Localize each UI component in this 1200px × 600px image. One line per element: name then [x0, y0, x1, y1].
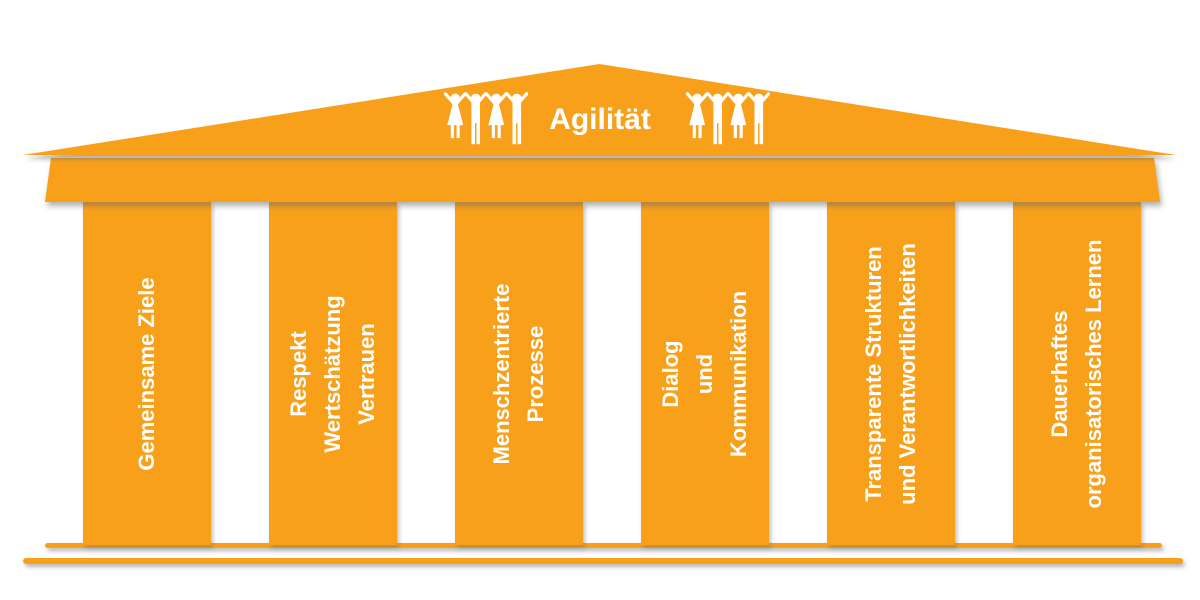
pillar-label-line: Respekt — [285, 330, 311, 417]
pillar-label-line: Menschzentrierte — [488, 283, 514, 464]
pillar-label: Dauerhaftes organisatorisches Lernen — [1043, 202, 1111, 545]
pillar-label: Gemeinsame Ziele — [130, 202, 164, 545]
pillar-label-line: Kommunikation — [726, 290, 752, 457]
pillar-label-line: und — [691, 353, 717, 394]
stylobate-line — [45, 543, 1162, 548]
pillar-dauerhaftes-lernen: Dauerhaftes organisatorisches Lernen — [1013, 202, 1141, 545]
pillar-respekt-wertschaetzung-vertrauen: Respekt Wertschätzung Vertrauen — [269, 202, 397, 545]
ground-line — [23, 558, 1183, 564]
pillar-dialog-und-kommunikation: Dialog und Kommunikation — [641, 202, 769, 545]
pillar-label: Dialog und Kommunikation — [654, 202, 756, 545]
pillar-label-line: organisatorisches Lernen — [1081, 239, 1106, 508]
entablature-beam — [45, 158, 1160, 202]
pillar-label-line: Dialog — [657, 339, 683, 408]
pillar-label-line: Dauerhaftes — [1046, 309, 1072, 438]
pediment-title: Agilität — [549, 103, 651, 136]
pillar-label-line: Vertrauen — [354, 322, 380, 425]
pillar-label-line: Prozesse — [523, 325, 548, 422]
pillar-gemeinsame-ziele: Gemeinsame Ziele — [83, 202, 211, 545]
pillar-label: Menschzentrierte Prozesse — [485, 202, 553, 545]
pillar-label-line: Wertschätzung — [319, 294, 345, 453]
pillar-transparente-strukturen: Transparente Strukturen und Verantwortli… — [827, 202, 955, 545]
pillar-menschzentrierte-prozesse: Menschzentrierte Prozesse — [455, 202, 583, 545]
pillar-label: Transparente Strukturen und Verantwortli… — [857, 202, 925, 545]
pillar-label-line: und Verantwortlichkeiten — [895, 242, 920, 505]
entablature-beam-shape — [45, 158, 1160, 202]
pediment-roof — [23, 64, 1176, 155]
pillar-label-line: Transparente Strukturen — [860, 245, 886, 502]
pillar-label: Respekt Wertschätzung Vertrauen — [282, 202, 384, 545]
people-group-icon — [686, 92, 770, 146]
pillar-label-line: Gemeinsame Ziele — [133, 276, 159, 471]
people-group-icon — [444, 92, 528, 146]
